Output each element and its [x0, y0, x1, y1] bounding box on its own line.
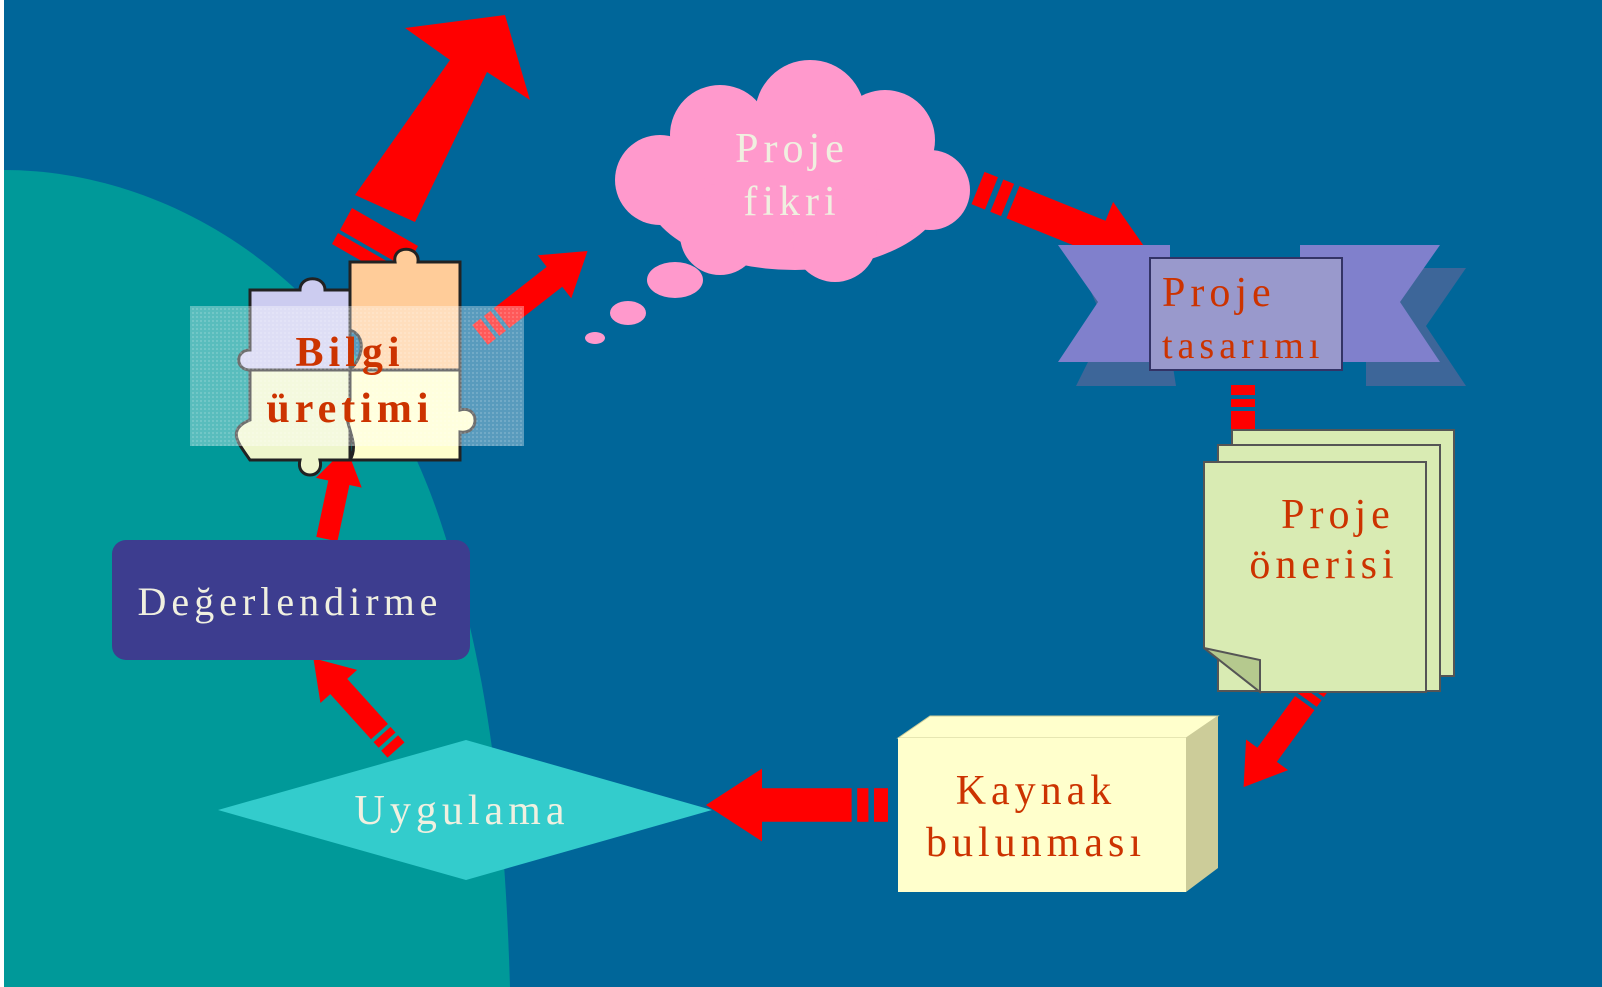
box-front — [898, 738, 1186, 892]
kaynak-bulunmasi-line2: bulunması — [926, 820, 1146, 866]
proje-fikri-line1: Proje — [735, 126, 849, 172]
bilgi-uretimi-line1: Bilgi — [295, 330, 404, 376]
box-side — [1186, 716, 1218, 892]
bilgi-uretimi-line2: üretimi — [266, 386, 433, 432]
banner-center — [1149, 257, 1343, 371]
node-proje-tasarimi: Proje tasarımı — [1058, 245, 1466, 386]
box-top — [896, 715, 1220, 739]
doc-sheet-front — [1203, 461, 1427, 693]
proje-tasarimi-line2: tasarımı — [1162, 325, 1324, 367]
node-degerlendirme: Değerlendirme — [112, 540, 470, 660]
uygulama-label: Uygulama — [355, 788, 570, 834]
proje-tasarimi-line1: Proje — [1162, 270, 1276, 316]
banner-left-wing — [1058, 245, 1170, 362]
proje-fikri-line2: fikri — [743, 179, 840, 225]
evaluation-box — [112, 540, 470, 660]
doc-fold — [1203, 647, 1261, 695]
proje-onerisi-line1: Proje — [1281, 492, 1395, 538]
node-kaynak-bulunmasi: Kaynak bulunması — [896, 715, 1220, 892]
degerlendirme-label: Değerlendirme — [138, 579, 443, 624]
node-uygulama: Uygulama — [218, 740, 712, 880]
cloud-shape — [585, 60, 970, 344]
node-proje-onerisi: Proje önerisi — [1203, 429, 1455, 695]
diamond-shape — [218, 740, 712, 880]
kaynak-bulunmasi-line1: Kaynak — [956, 768, 1117, 814]
node-bilgi-uretimi: Bilgi üretimi — [190, 247, 524, 477]
label-overlay — [190, 306, 524, 446]
node-proje-fikri: Proje fikri — [585, 60, 970, 344]
proje-onerisi-line2: önerisi — [1249, 542, 1398, 588]
